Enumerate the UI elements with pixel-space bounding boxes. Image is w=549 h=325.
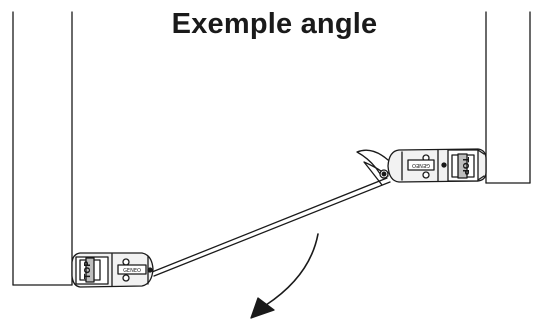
left-device <box>71 252 154 288</box>
arm-icon <box>151 177 391 277</box>
right-device-brand-label: GENEO <box>412 162 430 168</box>
page-title: Exemple angle <box>171 8 378 40</box>
left-device-tab-label: TOP <box>83 261 92 279</box>
rotation-arrow-icon <box>250 233 319 319</box>
right-device-tab-label: TOP <box>461 157 470 175</box>
left-door <box>12 11 73 286</box>
right-clip <box>356 149 389 186</box>
right-device <box>387 148 487 183</box>
left-device-brand-label: GENEO <box>123 268 141 274</box>
